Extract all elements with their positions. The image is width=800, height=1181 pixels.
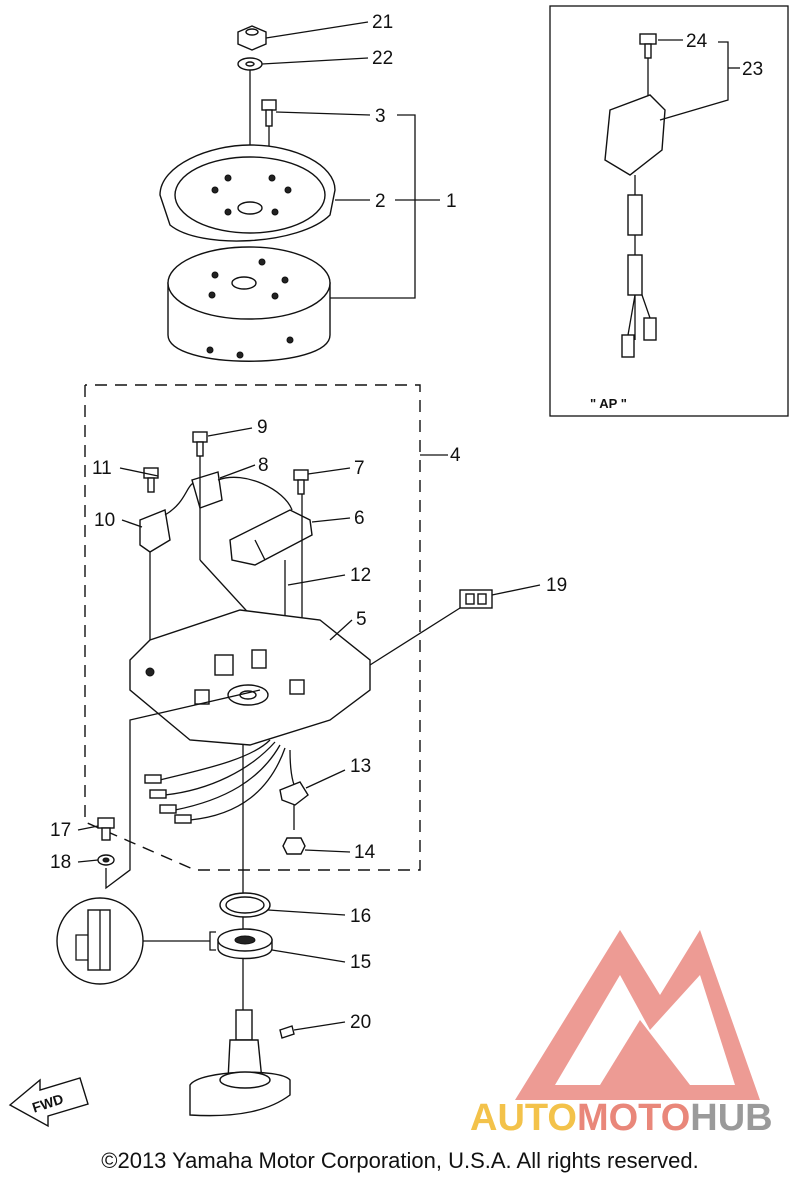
watermark-logo — [515, 930, 760, 1100]
washer-18 — [97, 854, 115, 866]
callout-10: 10 — [94, 510, 115, 531]
flywheel-nut — [237, 25, 267, 51]
callout-15: 15 — [350, 952, 371, 973]
callout-21: 21 — [372, 12, 393, 33]
callout-22: 22 — [372, 48, 393, 69]
stator-base-plate — [129, 609, 371, 746]
callout-2: 2 — [375, 191, 386, 212]
watermark-auto: AUTO — [470, 1097, 577, 1139]
callout-8: 8 — [258, 455, 269, 476]
bolt-17 — [97, 817, 115, 841]
oil-seal — [217, 928, 273, 960]
screw-11 — [143, 467, 159, 493]
watermark-hub: HUB — [690, 1097, 772, 1139]
callout-4: 4 — [450, 445, 461, 466]
ap-unit — [604, 94, 666, 358]
copyright-notice: ©2013 Yamaha Motor Corporation, U.S.A. A… — [101, 1148, 699, 1173]
callout-13: 13 — [350, 756, 371, 777]
callout-12: 12 — [350, 565, 371, 586]
callout-9: 9 — [257, 417, 268, 438]
callout-18: 18 — [50, 852, 71, 873]
watermark-moto: MOTO — [577, 1097, 690, 1139]
washer — [237, 57, 263, 71]
callout-1: 1 — [446, 191, 457, 212]
flywheel — [167, 246, 331, 362]
connector-19 — [459, 589, 493, 609]
callout-20: 20 — [350, 1012, 371, 1033]
callout-19: 19 — [546, 575, 567, 596]
callout-5: 5 — [356, 609, 367, 630]
fwd-arrow-icon: FWD — [8, 1077, 89, 1128]
wire-clamp — [279, 781, 309, 806]
watermark-text: AUTOMOTOHUB — [470, 1097, 773, 1139]
stator-assembly-box — [84, 384, 421, 871]
ap-screw — [639, 33, 657, 59]
seal-detail-view — [56, 897, 144, 985]
crankshaft — [189, 1009, 291, 1117]
ap-inset-label: " AP " — [590, 396, 627, 411]
screw — [261, 99, 277, 127]
o-ring — [219, 892, 271, 918]
pulser-coil-10 — [139, 481, 201, 553]
callout-17: 17 — [50, 820, 71, 841]
nut-14 — [282, 837, 306, 855]
callout-11: 11 — [92, 458, 112, 479]
pulser-coil-8 — [191, 471, 293, 511]
callout-24: 24 — [686, 31, 708, 52]
callout-14: 14 — [354, 842, 376, 863]
callout-6: 6 — [354, 508, 365, 529]
pin-20 — [279, 1025, 295, 1039]
callout-3: 3 — [375, 106, 386, 127]
screw-9 — [192, 431, 208, 457]
callout-16: 16 — [350, 906, 371, 927]
callout-23: 23 — [742, 59, 763, 80]
screw-7 — [293, 469, 309, 495]
callout-7: 7 — [354, 458, 365, 479]
flywheel-cover — [159, 144, 336, 242]
charge-coil-6 — [229, 509, 313, 566]
wire-harness — [144, 739, 301, 824]
ap-inset-box — [549, 5, 789, 417]
